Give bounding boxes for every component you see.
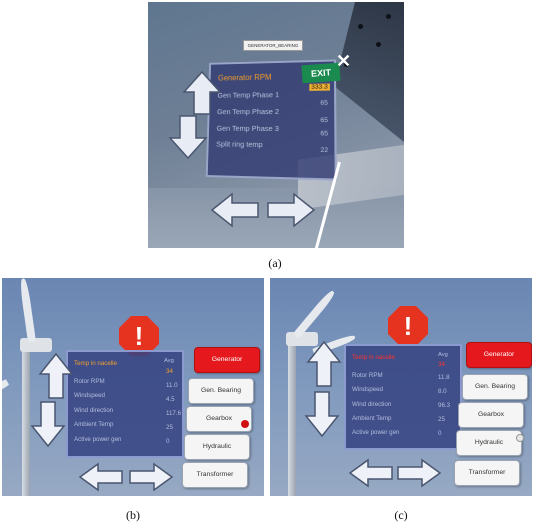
list-value: 96.3 <box>438 402 451 409</box>
ceiling-light <box>386 14 391 19</box>
list-value: 4.5 <box>166 396 175 403</box>
caption-a: (a) <box>268 256 282 270</box>
panel-b-scene: ! Temp in nacelle Avg 34 Rotor RPM 11.0 … <box>2 278 264 496</box>
close-icon[interactable]: ✕ <box>336 51 352 71</box>
header-value: 34 <box>166 368 173 375</box>
list-value: 65 <box>320 116 329 125</box>
list-value: 22 <box>320 146 329 155</box>
component-tag: GENERATOR_BEARING <box>243 40 303 51</box>
list-value: 25 <box>438 416 445 423</box>
list-item: Ambient Temp <box>352 415 392 422</box>
ceiling-light <box>376 42 381 47</box>
arrow-left-icon[interactable] <box>78 462 124 492</box>
arrow-up-icon[interactable] <box>182 70 222 116</box>
arrow-right-icon[interactable] <box>396 458 442 488</box>
turbine-blade <box>19 278 36 343</box>
info-panel: Temp in nacelle Avg 34 Rotor RPM 11.0 Wi… <box>66 350 184 458</box>
list-item: Active power gen <box>74 436 122 443</box>
info-panel: Temp in nacelle Avg 34 Rotor RPM 11.8 Wi… <box>344 344 462 450</box>
caption-c: (c) <box>394 508 408 522</box>
gen-bearing-button[interactable]: Gen. Bearing <box>188 378 254 404</box>
list-item: Gen Temp Phase 1 <box>217 90 280 100</box>
list-item: Active power gen <box>352 429 400 436</box>
turbine-nacelle <box>20 338 52 352</box>
ceiling-light <box>358 24 363 29</box>
list-value: 0 <box>166 438 170 445</box>
list-value: 11.0 <box>166 382 178 389</box>
pointer-indicator <box>516 434 524 442</box>
turbine-tower <box>288 344 296 496</box>
turbine-tower <box>22 348 30 496</box>
list-value: 11.8 <box>438 374 450 381</box>
list-item: Windspeed <box>352 386 383 393</box>
warning-icon: ! <box>388 306 428 346</box>
caption-b: (b) <box>126 508 140 522</box>
list-value: 25 <box>166 424 173 431</box>
gearbox-button[interactable]: Gearbox <box>458 402 524 428</box>
arrow-right-icon[interactable] <box>266 192 316 228</box>
gen-bearing-button[interactable]: Gen. Bearing <box>462 374 528 400</box>
hydraulic-button[interactable]: Hydraulic <box>456 430 522 456</box>
ceiling-shape <box>334 2 404 142</box>
ceiling-light <box>344 62 349 67</box>
turbine-blade <box>2 378 10 409</box>
panel-a-scene: GENERATOR_BEARING Generator RPM 333.3 Ge… <box>148 2 404 248</box>
turbine-nacelle <box>286 332 318 346</box>
list-item: Wind direction <box>352 401 392 408</box>
warning-icon: ! <box>119 316 159 356</box>
avg-label: Avg <box>164 358 174 364</box>
hydraulic-button[interactable]: Hydraulic <box>184 434 250 460</box>
exit-button[interactable]: EXIT <box>301 62 341 84</box>
arrow-down-icon[interactable] <box>168 114 208 160</box>
arrow-up-icon[interactable] <box>38 352 74 400</box>
list-item: Rotor RPM <box>74 378 105 385</box>
list-item: Gen Temp Phase 3 <box>216 123 279 134</box>
arrow-right-icon[interactable] <box>128 462 174 492</box>
list-item: Split ring temp <box>216 139 263 150</box>
transformer-button[interactable]: Transformer <box>182 462 248 488</box>
list-value: 0 <box>438 430 442 437</box>
panel-header: Temp in nacelle <box>352 354 395 361</box>
arrow-left-icon[interactable] <box>348 458 394 488</box>
pointer-indicator <box>241 420 249 428</box>
generator-button[interactable]: Generator <box>466 342 532 368</box>
title-value: 333.3 <box>309 83 330 91</box>
arrow-down-icon[interactable] <box>304 390 340 438</box>
list-item: Windspeed <box>74 392 105 399</box>
list-value: 117.6 <box>166 410 182 417</box>
list-value: 8.0 <box>438 388 447 395</box>
panel-c-scene: ! Temp in nacelle Avg 34 Rotor RPM 11.8 … <box>270 278 532 496</box>
panel-header: Temp in nacelle <box>74 360 117 367</box>
list-item: Rotor RPM <box>352 372 383 379</box>
list-item: Gen Temp Phase 2 <box>216 107 280 117</box>
header-value: 34 <box>438 361 445 368</box>
avg-label: Avg <box>438 352 448 358</box>
list-value: 65 <box>320 130 329 138</box>
panel-title: Generator RPM <box>217 72 272 83</box>
gearbox-button[interactable]: Gearbox <box>186 406 252 432</box>
arrow-down-icon[interactable] <box>30 400 66 448</box>
list-item: Wind direction <box>74 407 114 414</box>
arrow-up-icon[interactable] <box>306 340 342 388</box>
transformer-button[interactable]: Transformer <box>454 460 520 486</box>
arrow-left-icon[interactable] <box>210 192 260 228</box>
generator-button[interactable]: Generator <box>194 347 260 373</box>
list-item: Ambient Temp <box>74 421 114 428</box>
list-value: 65 <box>320 99 328 107</box>
